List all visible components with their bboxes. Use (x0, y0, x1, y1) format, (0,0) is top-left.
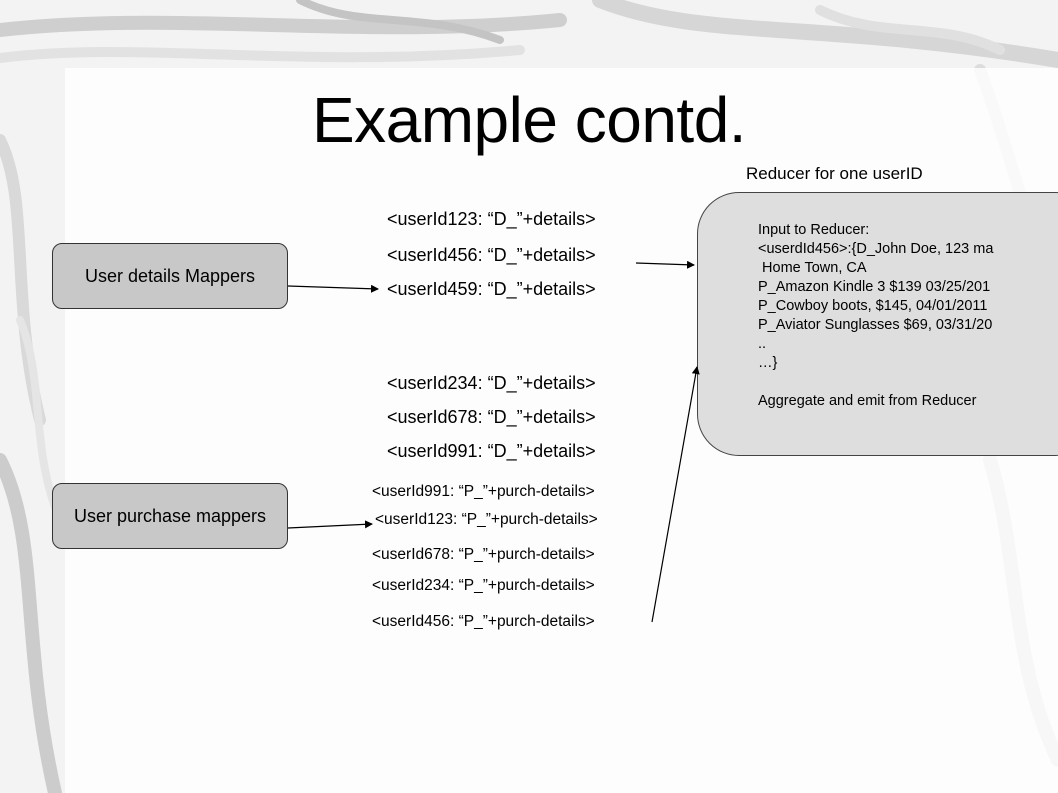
reducer-line: <userdId456>:{D_John Doe, 123 ma (758, 241, 994, 257)
reducer-input-text: Input to Reducer: <userdId456>:{D_John Do… (758, 221, 993, 411)
purchase-pair-label: <userId991: “P_”+purch-details> (372, 483, 595, 500)
reducer-box: Input to Reducer: <userdId456>:{D_John Do… (697, 192, 1058, 456)
detail-pair-label: <userId991: “D_”+details> (387, 441, 596, 461)
detail-pair-label: <userId678: “D_”+details> (387, 407, 596, 427)
reducer-line: .. (758, 336, 767, 352)
detail-pair-label: <userId459: “D_”+details> (387, 279, 596, 299)
reducer-line: Home Town, CA (758, 260, 867, 276)
reducer-line: P_Amazon Kindle 3 $139 03/25/201 (758, 279, 991, 295)
reducer-line: Input to Reducer: (758, 222, 870, 238)
slide-title: Example contd. (311, 84, 747, 156)
purchase-mapper-arrow (287, 520, 373, 529)
reducer-line: Aggregate and emit from Reducer (758, 393, 977, 409)
purchase-pair-label: <userId678: “P_”+purch-details> (372, 546, 595, 563)
purchase-pair-label: <userId456: “P_”+purch-details> (372, 613, 595, 630)
detail-to-reducer-arrow (635, 260, 695, 269)
reducer-line: P_Aviator Sunglasses $69, 03/31/20 (758, 317, 993, 333)
purchase-pair-label: <userId234: “P_”+purch-details> (372, 577, 595, 594)
detail-pair-label: <userId456: “D_”+details> (387, 245, 596, 265)
user-details-mappers-box: User details Mappers (52, 243, 288, 309)
reducer-line: P_Cowboy boots, $145, 04/01/2011 (758, 298, 988, 314)
reducer-line: …} (758, 355, 778, 371)
details-mapper-arrow (287, 284, 379, 293)
detail-pair-label: <userId123: “D_”+details> (387, 209, 596, 229)
purchase-pair-label: <userId123: “P_”+purch-details> (375, 511, 598, 528)
detail-pair-label: <userId234: “D_”+details> (387, 373, 596, 393)
reducer-caption: Reducer for one userID (746, 164, 923, 183)
user-purchase-mappers-box: User purchase mappers (52, 483, 288, 549)
purchase-to-reducer-arrow (651, 366, 700, 623)
